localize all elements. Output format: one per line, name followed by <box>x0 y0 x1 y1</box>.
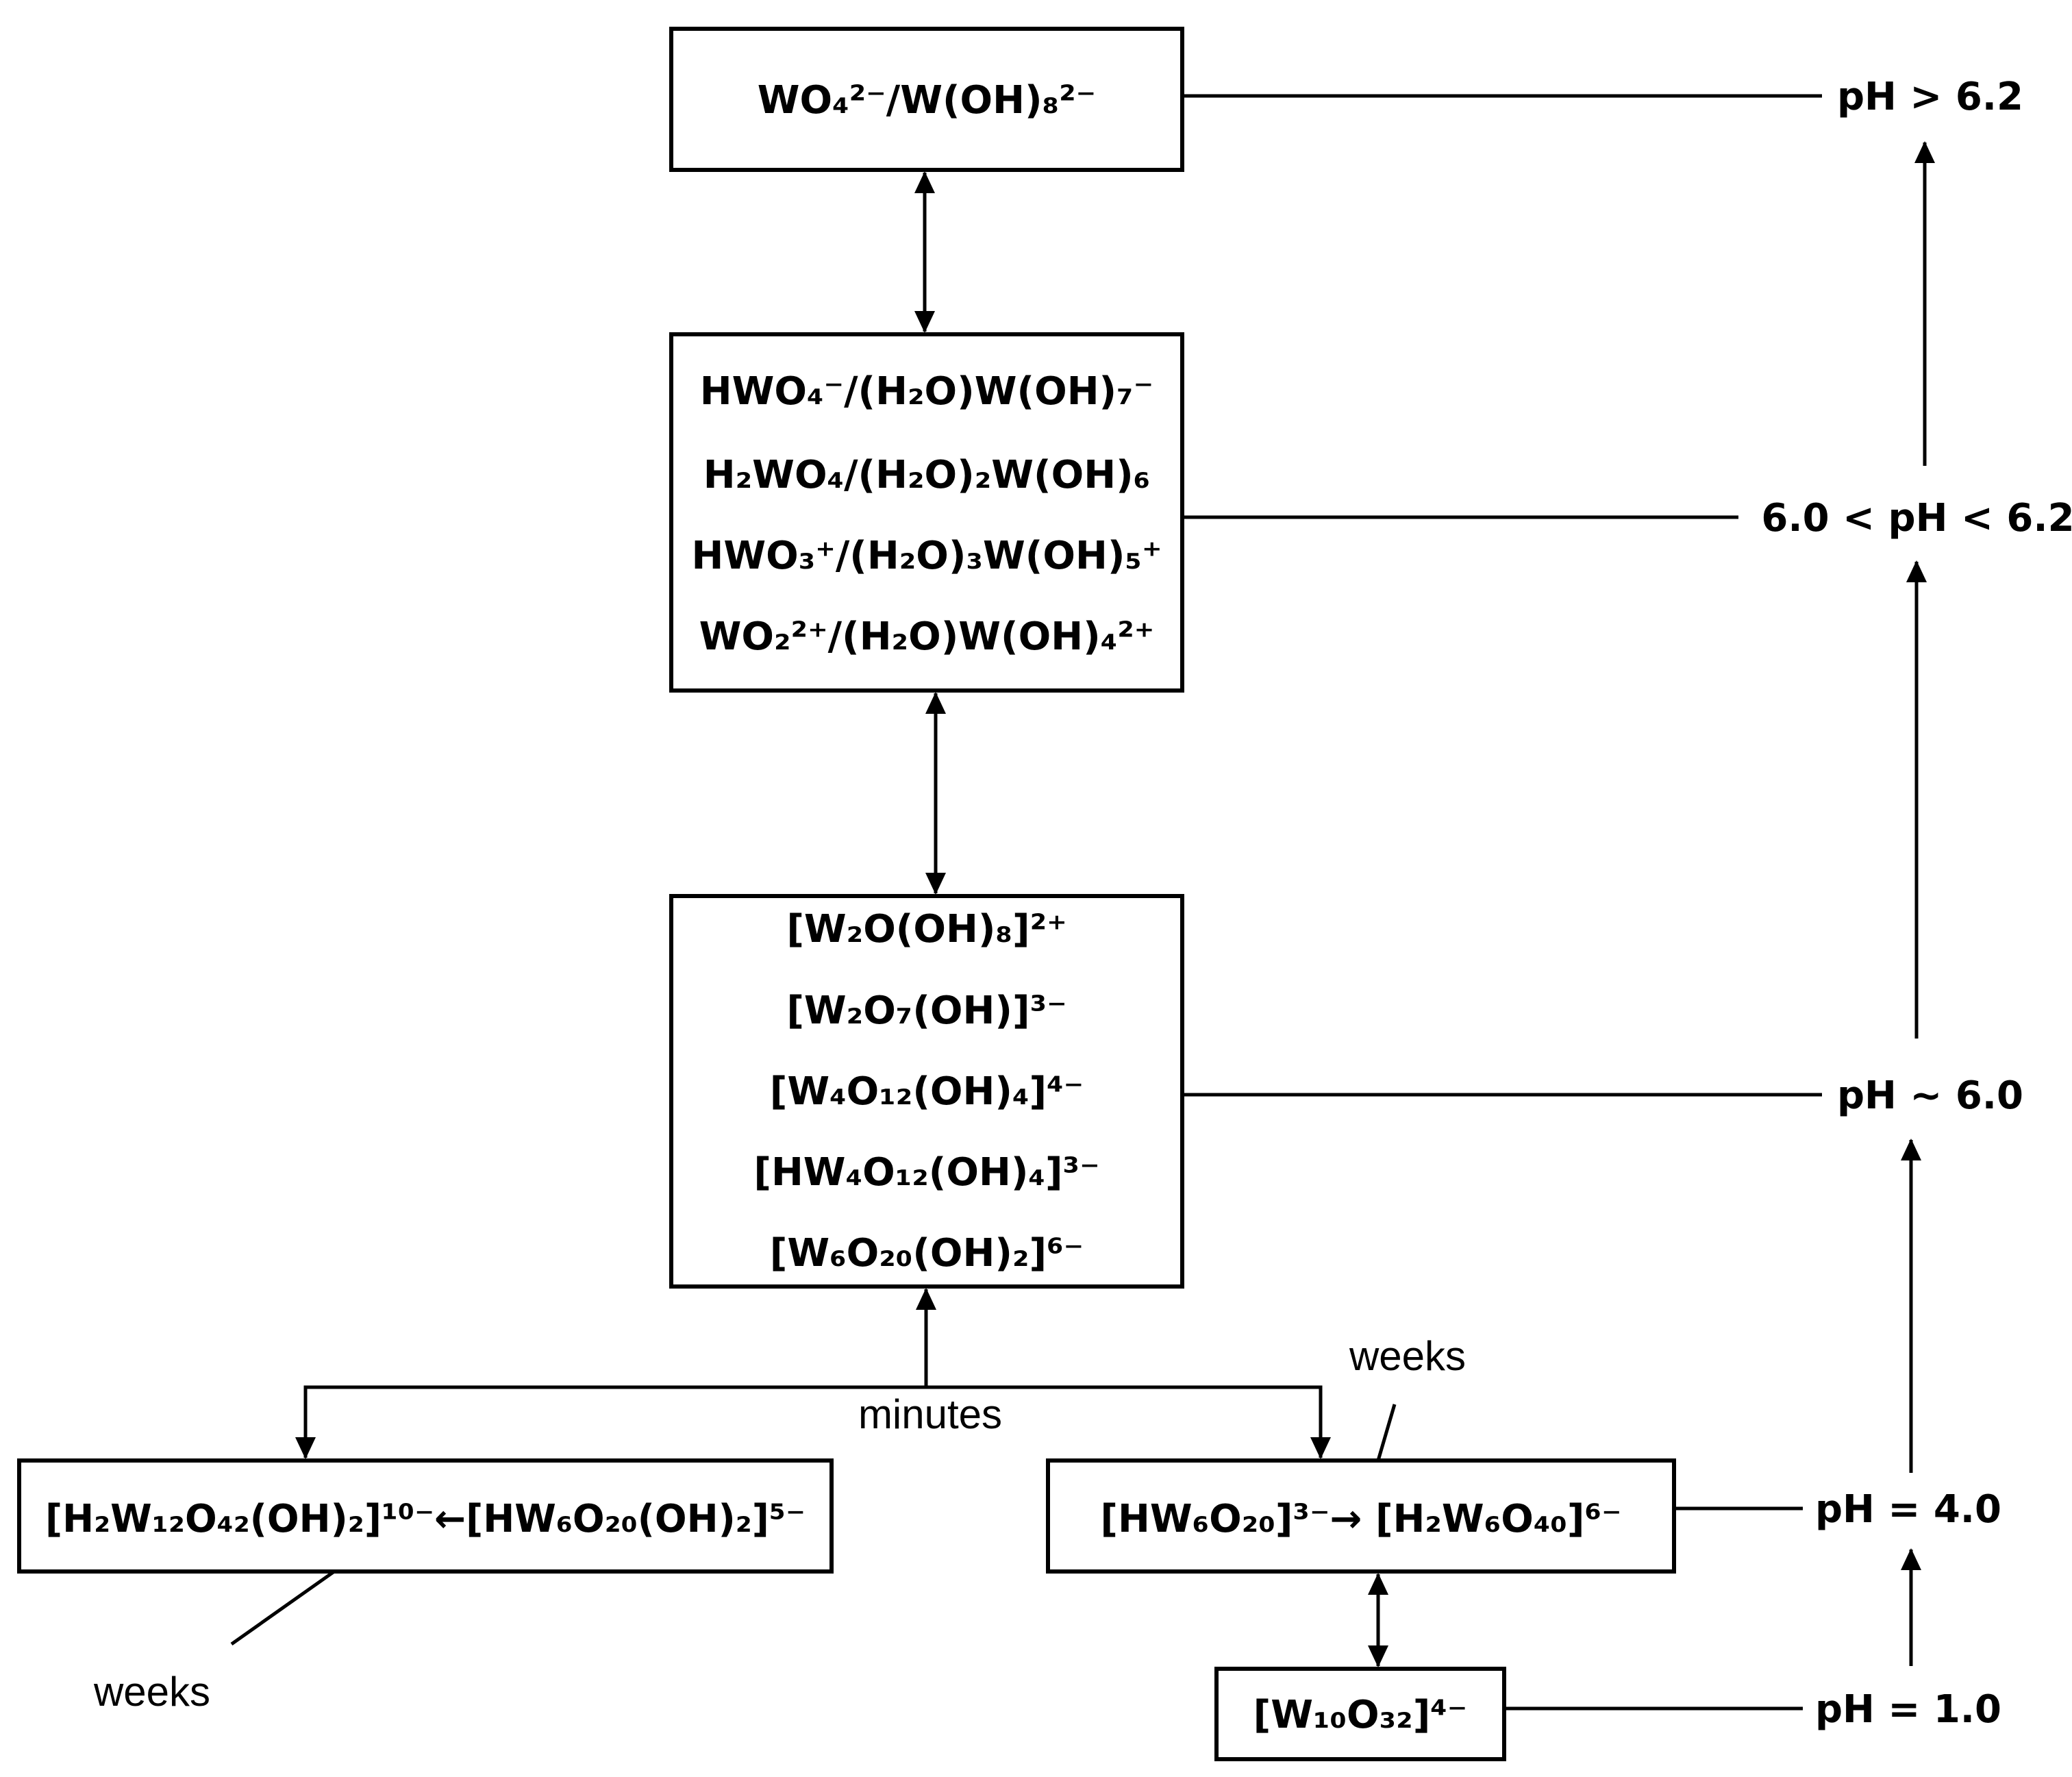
ph-label-1-0: pH = 1.0 <box>1815 1687 2001 1732</box>
tungstate-box <box>669 27 1184 172</box>
decatungstate-box <box>1214 1667 1506 1761</box>
monomer-species-4: WO₂²⁺/(H₂O)W(OH)₄²⁺ <box>699 614 1155 659</box>
oligomer-species-3: [W₄O₁₂(OH)₄]⁴⁻ <box>770 1069 1084 1114</box>
weeks-pointer-paratungstate <box>230 1569 336 1646</box>
weeks-label-paratungstate: weeks <box>93 1669 210 1715</box>
minutes-label: minutes <box>858 1391 1002 1437</box>
decatungstate-species: [W₁₀O₃₂]⁴⁻ <box>1253 1693 1468 1737</box>
branch-connector <box>303 1385 1323 1458</box>
tungstate-species: WO₄²⁻/W(OH)₈²⁻ <box>758 78 1096 123</box>
ph-label-approx-6-0: pH ~ 6.0 <box>1837 1073 2023 1118</box>
paratungstate-species: [H₂W₁₂O₄₂(OH)₂]¹⁰⁻←[HW₆O₂₀(OH)₂]⁵⁻ <box>45 1497 806 1541</box>
ph-label-4-0: pH = 4.0 <box>1815 1487 2001 1532</box>
weeks-pointer-metatungstate <box>1376 1404 1397 1461</box>
monomer-species-2: H₂WO₄/(H₂O)₂W(OH)₆ <box>703 453 1150 497</box>
oligomer-species-5: [W₆O₂₀(OH)₂]⁶⁻ <box>770 1231 1084 1276</box>
ph-label-above-6-2: pH > 6.2 <box>1837 75 2023 119</box>
paratungstate-box <box>17 1458 834 1574</box>
oligomer-species-1: [W₂O(OH)₈]²⁺ <box>786 907 1066 952</box>
metatungstate-box <box>1046 1458 1676 1574</box>
ph-label-6-0-to-6-2: 6.0 < pH < 6.2 <box>1761 496 2072 540</box>
monomer-box <box>669 332 1184 693</box>
metatungstate-species: [HW₆O₂₀]³⁻→ [H₂W₆O₄₀]⁶⁻ <box>1100 1497 1621 1541</box>
weeks-label-metatungstate: weeks <box>1349 1333 1466 1379</box>
oligomer-box <box>669 894 1184 1289</box>
oligomer-species-4: [HW₄O₁₂(OH)₄]³⁻ <box>753 1150 1099 1195</box>
oligomer-species-2: [W₂O₇(OH)]³⁻ <box>786 989 1066 1033</box>
monomer-species-3: HWO₃⁺/(H₂O)₃W(OH)₅⁺ <box>691 534 1162 578</box>
monomer-species-1: HWO₄⁻/(H₂O)W(OH)₇⁻ <box>700 369 1153 414</box>
